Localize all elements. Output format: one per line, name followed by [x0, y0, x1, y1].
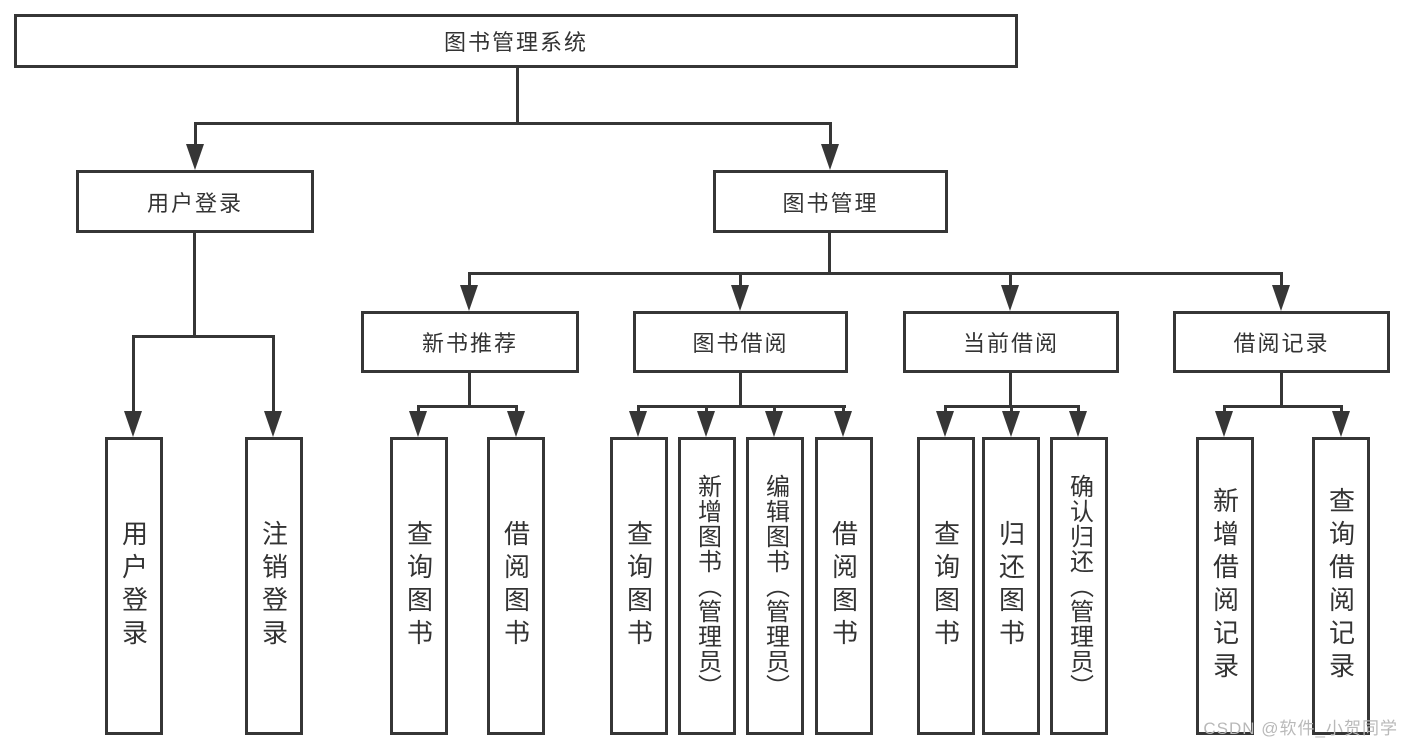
leaf-label: 查询图书 [930, 520, 961, 652]
leaf-label: 借阅图书 [500, 520, 531, 652]
connector-line [515, 405, 518, 415]
arrow-down-icon [124, 411, 142, 437]
arrow-down-icon [821, 144, 839, 170]
connector-line [195, 122, 832, 125]
leaf-query-borrow-record: 查询借阅记录 [1312, 437, 1370, 735]
arrow-down-icon [1001, 285, 1019, 311]
node-book-borrow: 图书借阅 [633, 311, 848, 373]
node-user-login: 用户登录 [76, 170, 314, 233]
node-label: 用户登录 [146, 190, 243, 216]
connector-line [1010, 405, 1013, 415]
connector-line [1009, 272, 1012, 288]
leaf-confirm-return-admin: 确认归还（管理员） [1050, 437, 1108, 735]
node-new-book-recommend: 新书推荐 [361, 311, 579, 373]
leaf-label: 查询借阅记录 [1325, 487, 1356, 685]
leaf-logout: 注销登录 [245, 437, 303, 735]
connector-line [468, 272, 471, 288]
node-label: 当前借阅 [962, 331, 1059, 356]
leaf-label: 注销登录 [258, 520, 289, 652]
node-borrow-record: 借阅记录 [1173, 311, 1390, 373]
connector-line [132, 335, 135, 413]
connector-line [193, 231, 196, 337]
leaf-edit-book-admin: 编辑图书（管理员） [746, 437, 804, 735]
connector-line [828, 231, 831, 274]
connector-line [1223, 405, 1226, 415]
leaf-label: 归还图书 [995, 520, 1026, 652]
connector-line [418, 405, 518, 408]
leaf-return-book: 归还图书 [982, 437, 1040, 735]
connector-line [1280, 371, 1283, 407]
arrow-down-icon [186, 144, 204, 170]
connector-line [516, 66, 519, 124]
node-label: 借阅记录 [1233, 331, 1330, 356]
node-label: 新书推荐 [421, 331, 518, 356]
leaf-query-book-2: 查询图书 [610, 437, 668, 735]
connector-line [194, 122, 197, 148]
arrow-down-icon [1332, 411, 1350, 437]
connector-line [842, 405, 845, 415]
connector-line [705, 405, 708, 415]
connector-line [739, 272, 742, 288]
leaf-label: 编辑图书（管理员） [761, 473, 789, 699]
arrow-down-icon [834, 411, 852, 437]
leaf-label: 查询图书 [403, 520, 434, 652]
leaf-label: 新增借阅记录 [1209, 487, 1240, 685]
connector-line [133, 335, 275, 338]
connector-line [829, 122, 832, 148]
arrow-down-icon [1069, 411, 1087, 437]
leaf-label: 借阅图书 [828, 520, 859, 652]
leaf-borrow-book-1: 借阅图书 [487, 437, 545, 735]
leaf-query-book-1: 查询图书 [390, 437, 448, 735]
leaf-query-book-3: 查询图书 [917, 437, 975, 735]
node-label: 图书管理系统 [443, 30, 588, 55]
connector-line [1077, 405, 1080, 415]
leaf-add-book-admin: 新增图书（管理员） [678, 437, 736, 735]
leaf-label: 查询图书 [623, 520, 654, 652]
connector-line [1280, 272, 1283, 288]
arrow-down-icon [460, 285, 478, 311]
arrow-down-icon [697, 411, 715, 437]
leaf-label: 新增图书（管理员） [693, 473, 721, 699]
arrow-down-icon [1002, 411, 1020, 437]
leaf-label: 确认归还（管理员） [1065, 473, 1093, 699]
arrow-down-icon [731, 285, 749, 311]
node-label: 图书借阅 [692, 331, 789, 356]
arrow-down-icon [1215, 411, 1233, 437]
arrow-down-icon [507, 411, 525, 437]
connector-line [272, 335, 275, 413]
csdn-watermark: CSDN @软件_小贺同学 [1203, 719, 1398, 738]
arrow-down-icon [1272, 285, 1290, 311]
connector-line [468, 371, 471, 407]
leaf-user-login: 用户登录 [105, 437, 163, 735]
connector-line [1009, 371, 1012, 407]
arrow-down-icon [936, 411, 954, 437]
connector-line [944, 405, 947, 415]
connector-line [773, 405, 776, 415]
leaf-label: 用户登录 [118, 520, 149, 652]
arrow-down-icon [765, 411, 783, 437]
connector-line [1340, 405, 1343, 415]
node-current-borrow: 当前借阅 [903, 311, 1119, 373]
connector-line [469, 272, 1282, 275]
connector-line [637, 405, 640, 415]
arrow-down-icon [629, 411, 647, 437]
node-label: 图书管理 [782, 190, 879, 216]
connector-line [739, 371, 742, 407]
arrow-down-icon [409, 411, 427, 437]
arrow-down-icon [264, 411, 282, 437]
leaf-borrow-book-2: 借阅图书 [815, 437, 873, 735]
node-library-management-system: 图书管理系统 [14, 14, 1018, 68]
node-book-management: 图书管理 [713, 170, 948, 233]
connector-line [638, 405, 846, 408]
leaf-add-borrow-record: 新增借阅记录 [1196, 437, 1254, 735]
connector-line [1224, 405, 1343, 408]
connector-line [417, 405, 420, 415]
